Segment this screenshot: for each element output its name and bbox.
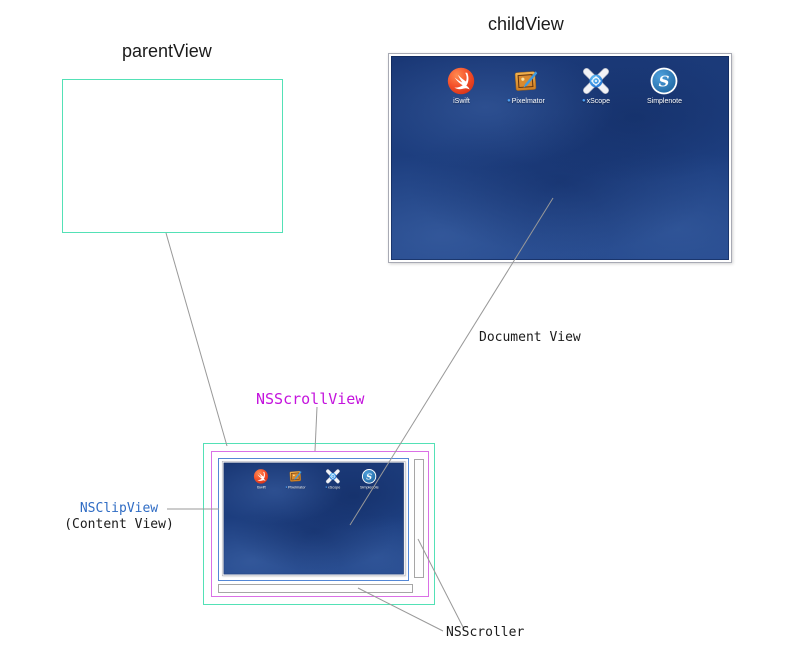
- app-label: Simplenote: [360, 485, 379, 490]
- app-label: iSwift: [453, 98, 470, 105]
- app-pixelmator: ●Pixelmator: [281, 469, 311, 490]
- app-xscope: ●xScope: [318, 469, 348, 490]
- desktop-wallpaper: iSwift ●Pixelmator: [223, 462, 404, 575]
- app-label: iSwift: [256, 485, 266, 490]
- horizontal-scroller: [218, 584, 413, 593]
- nsclipview-label: NSClipView: [79, 501, 159, 516]
- pixelmator-icon: [289, 470, 302, 482]
- app-pixelmator: ●Pixelmator: [498, 67, 554, 106]
- app-iswift: iSwift: [246, 469, 276, 490]
- parentview-connector-line: [165, 232, 228, 447]
- xscope-icon: [583, 68, 609, 94]
- app-label: ●xScope: [325, 485, 341, 490]
- desktop-icon-row: iSwift ●Pixelmator: [234, 469, 384, 490]
- app-xscope: ●xScope: [568, 67, 624, 106]
- nsclipview-label-block: NSClipView (Content View): [62, 501, 176, 533]
- desktop-wallpaper: iSwift ●Pi: [391, 56, 729, 260]
- pixelmator-icon: [514, 71, 538, 91]
- parent-view-rect: [62, 79, 283, 233]
- document-view-label: Document View: [479, 330, 581, 345]
- app-label: Simplenote: [646, 98, 683, 105]
- app-label: ●xScope: [582, 98, 610, 105]
- svg-text:S: S: [659, 72, 670, 90]
- document-view-screenshot: iSwift ●Pixelmator: [222, 461, 406, 577]
- xscope-icon: [325, 469, 340, 484]
- simplenote-icon: S: [361, 469, 377, 484]
- simplenote-icon: S: [650, 67, 678, 95]
- desktop-icon-row: iSwift ●Pi: [411, 67, 692, 106]
- app-iswift: iSwift: [433, 67, 489, 106]
- content-view-label: (Content View): [64, 517, 174, 532]
- app-label: ●Pixelmator: [285, 485, 306, 490]
- child-view-label: childView: [488, 14, 564, 34]
- nsscroller-label: NSScroller: [446, 625, 525, 640]
- iswift-icon: [253, 469, 268, 484]
- svg-text:S: S: [366, 471, 372, 481]
- nsscrollview-label: NSScrollView: [256, 390, 365, 408]
- child-view-screenshot: iSwift ●Pi: [388, 53, 732, 263]
- app-label: ●Pixelmator: [507, 98, 545, 105]
- app-simplenote: S Simplenote: [354, 469, 384, 490]
- app-simplenote: S Simplenote: [636, 67, 692, 106]
- parent-view-label: parentView: [122, 41, 212, 61]
- vertical-scroller: [414, 459, 424, 578]
- iswift-icon: [447, 67, 475, 95]
